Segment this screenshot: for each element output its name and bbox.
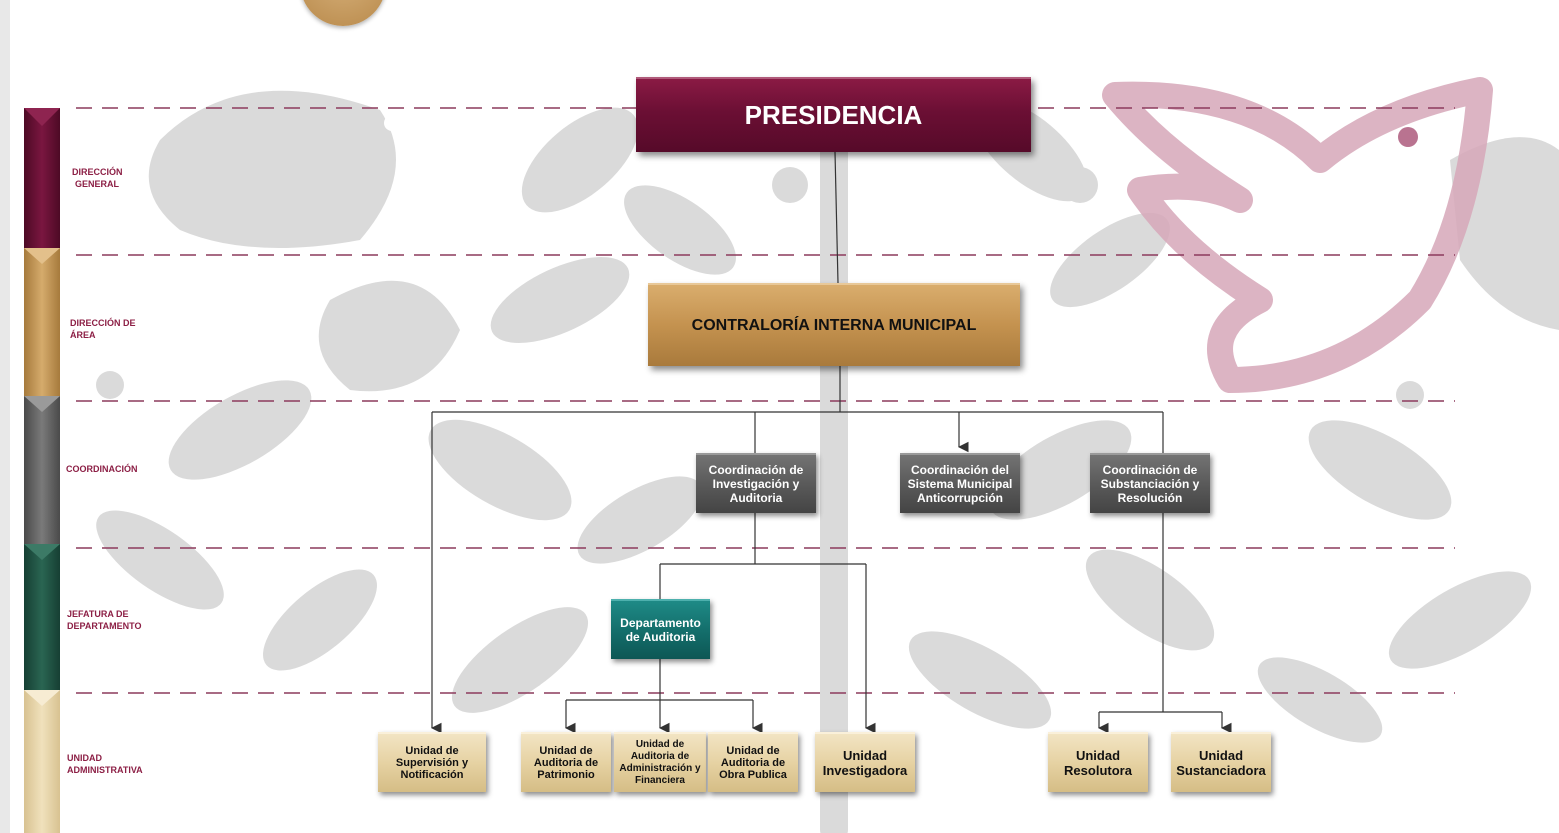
node-unidad-sustanciadora: Unidad Sustanciadora xyxy=(1171,732,1271,792)
left-border xyxy=(0,0,10,833)
node-unidad-administracion: Unidad de Auditoria de Administración y … xyxy=(614,732,706,792)
node-presidencia: PRESIDENCIA xyxy=(636,77,1031,152)
node-unidad-investigadora: Unidad Investigadora xyxy=(815,732,915,792)
level-label-jefatura: JEFATURA DE DEPARTAMENTO xyxy=(67,609,142,631)
node-unidad-supervision: Unidad de Supervisión y Notificación xyxy=(378,732,486,792)
node-coord-substanciacion: Coordinación de Substanciación y Resoluc… xyxy=(1090,453,1210,513)
level-bar-unidad xyxy=(24,690,60,833)
node-depto-auditoria: Departamento de Auditoria xyxy=(611,599,710,659)
level-bar-jefatura xyxy=(24,544,60,690)
level-label-direccion-area: DIRECCIÓN DE ÁREA xyxy=(70,318,136,340)
level-label-direccion-general: DIRECCIÓN GENERAL xyxy=(72,167,123,189)
node-coord-investigacion: Coordinación de Investigación y Auditori… xyxy=(696,453,816,513)
level-label-unidad: UNIDAD ADMINISTRATIVA xyxy=(67,753,143,775)
node-coord-anticorrupcion: Coordinación del Sistema Municipal Antic… xyxy=(900,453,1020,513)
level-label-coordinacion: COORDINACIÓN xyxy=(66,464,138,474)
level-separators xyxy=(76,107,1455,694)
level-bar-direccion-general xyxy=(24,108,60,248)
level-bar-coordinacion xyxy=(24,396,60,544)
level-bar-direccion-area xyxy=(24,248,60,396)
node-unidad-obra: Unidad de Auditoria de Obra Publica xyxy=(708,732,798,792)
node-unidad-resolutora: Unidad Resolutora xyxy=(1048,732,1148,792)
node-contraloria: CONTRALORÍA INTERNA MUNICIPAL xyxy=(648,283,1020,366)
node-unidad-patrimonio: Unidad de Auditoria de Patrimonio xyxy=(521,732,611,792)
